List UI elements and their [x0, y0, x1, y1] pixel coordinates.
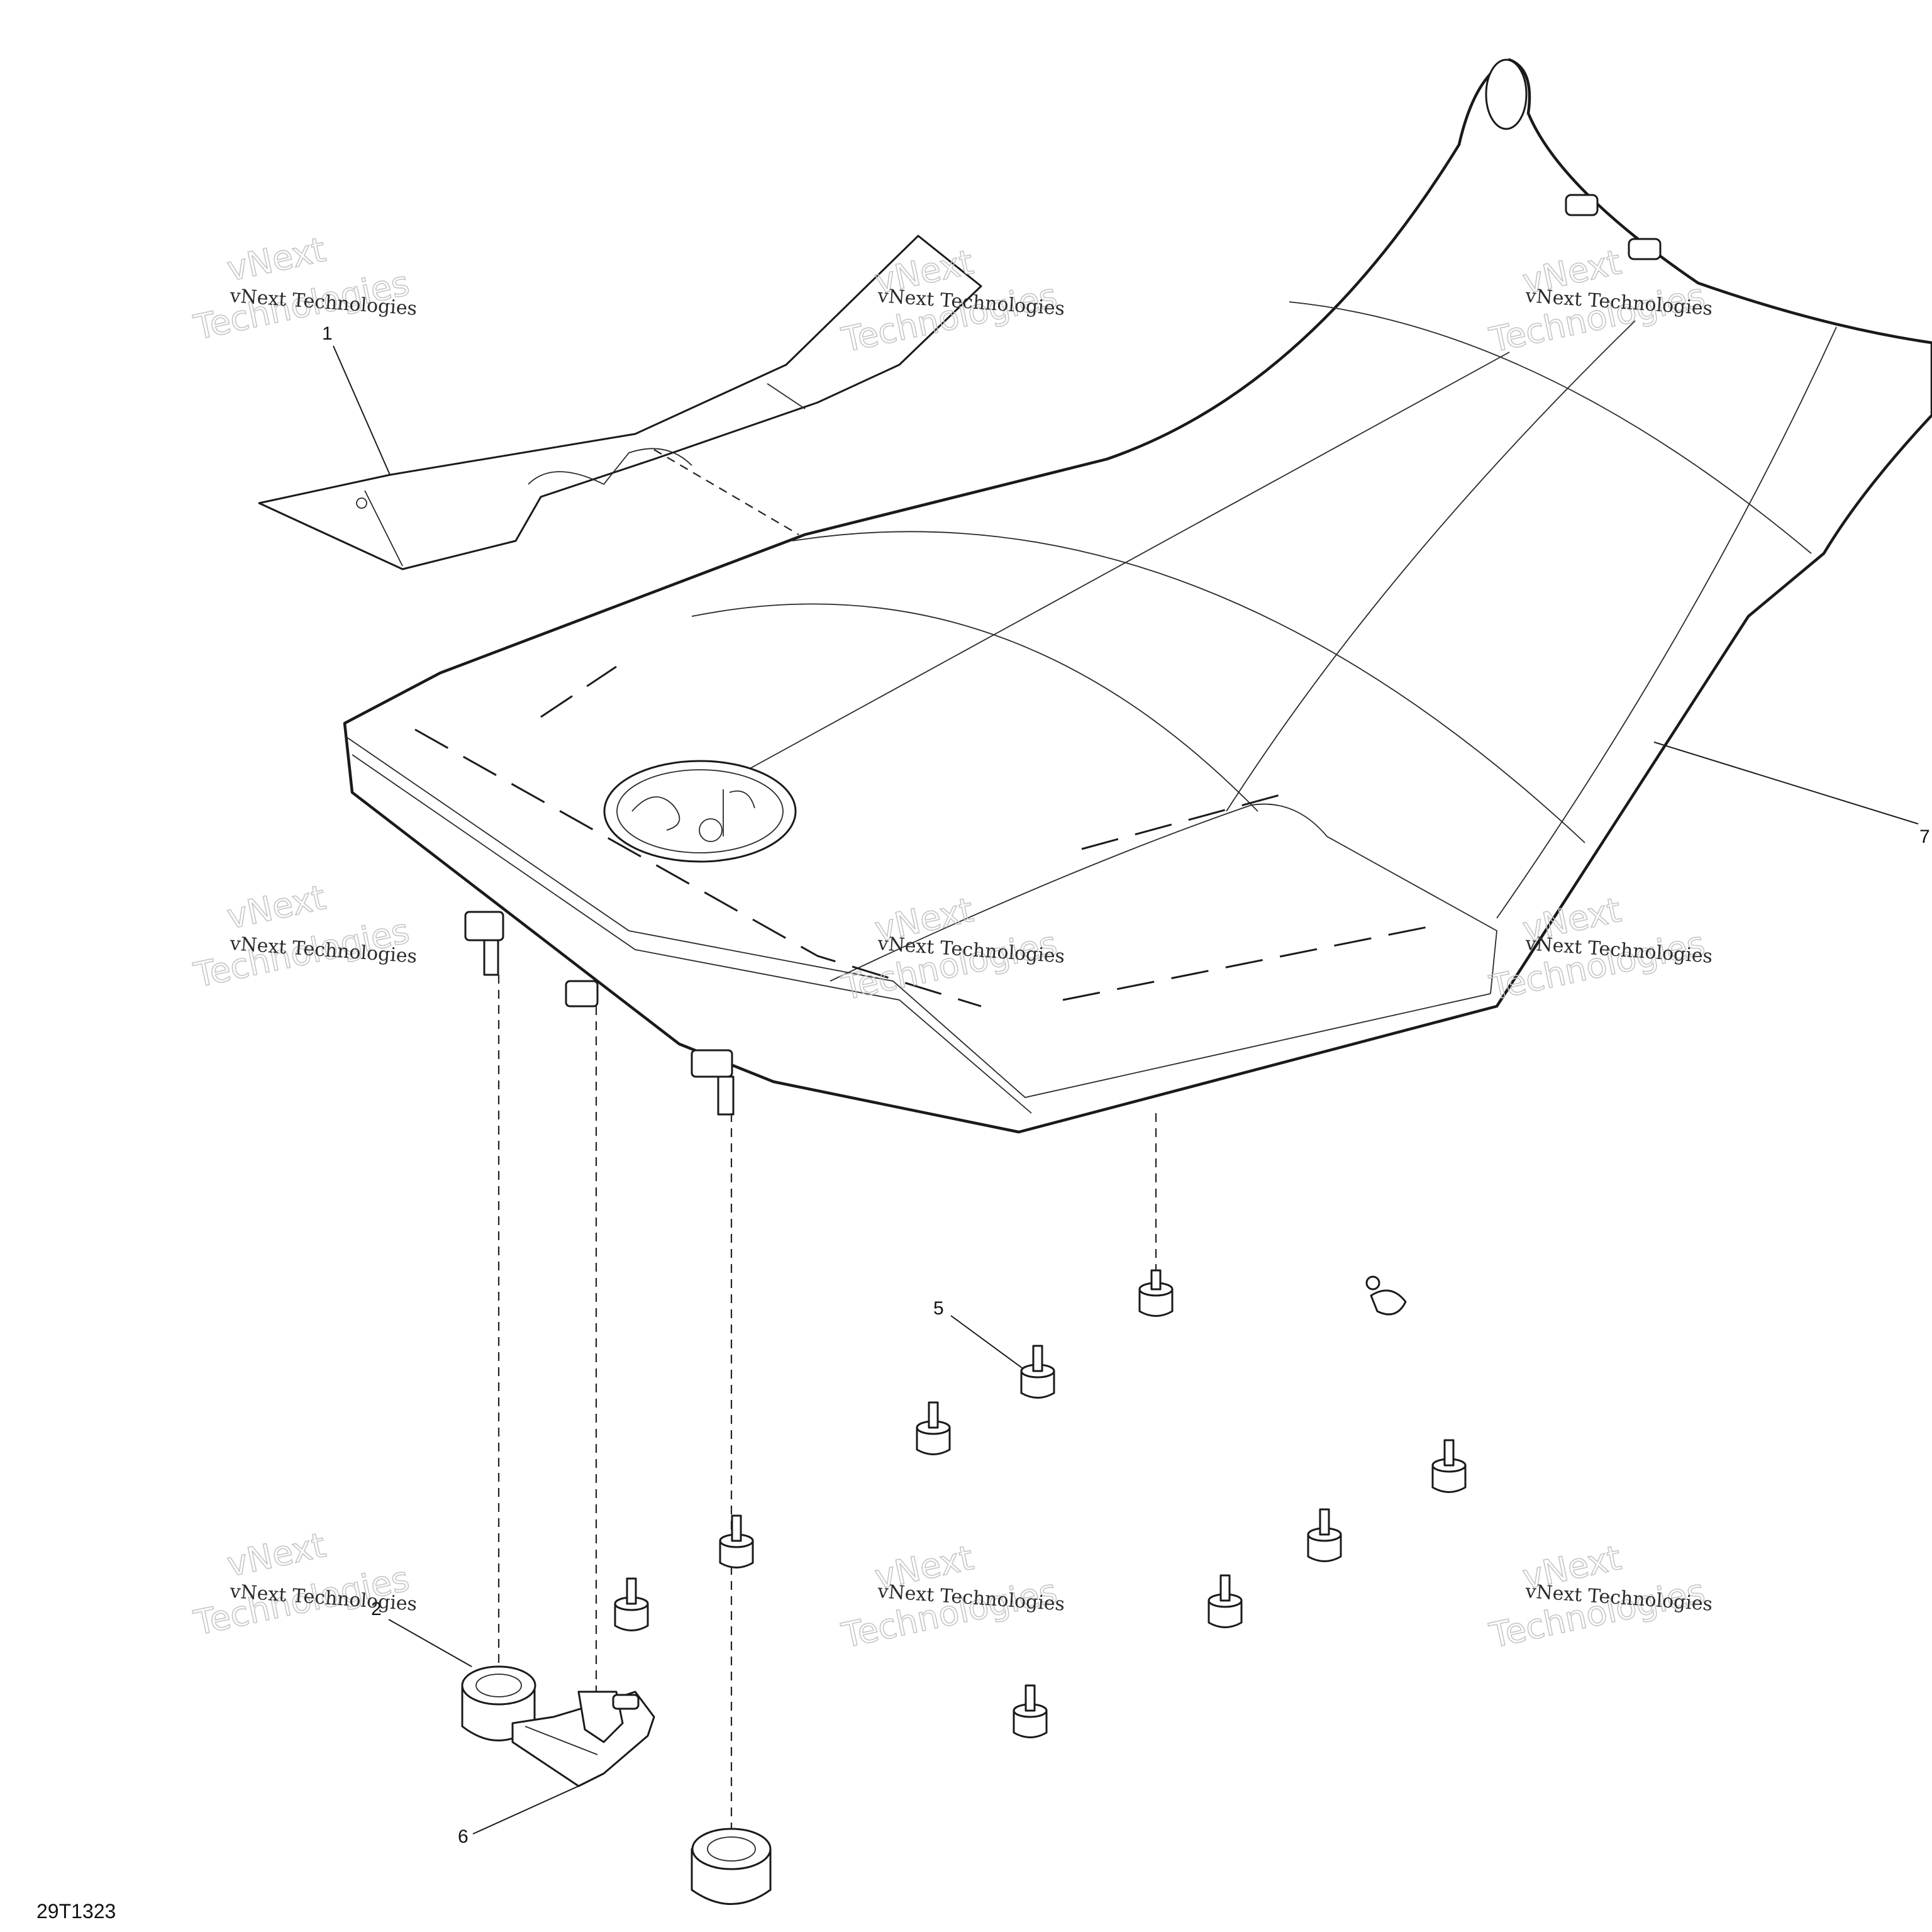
callout-5: 5: [933, 1298, 944, 1319]
seat-pad-cover-fold-2: [767, 383, 806, 409]
seat-logo-emblem: [603, 760, 797, 863]
callout-labels: 1 2 5 6 7: [322, 323, 1930, 1847]
svg-text:vNext: vNext: [224, 1525, 329, 1584]
callout-1: 1: [322, 323, 333, 344]
rubber-bumper: [1020, 1345, 1055, 1399]
seat-hidden-edge-top: [540, 665, 1290, 850]
rubber-bumper: [614, 1577, 649, 1631]
rubber-bumper: [1365, 1275, 1407, 1316]
seat-top-crease-6: [660, 352, 1510, 818]
svg-text:Technologies: Technologies: [838, 1572, 1060, 1656]
seat-front-rim: [344, 735, 1491, 1098]
seat-pad-cover: [258, 235, 982, 570]
watermark: vNext Technologies: [190, 1524, 413, 1643]
diagram-reference-code: 29T1323: [36, 1900, 116, 1923]
seat-hidden-edge-rear: [1062, 923, 1441, 1001]
rubber-bumper: [1013, 1684, 1048, 1738]
alignment-lines: [497, 449, 1157, 1843]
svg-text:vNext: vNext: [224, 877, 329, 936]
watermark: vNext Technologies: [190, 229, 413, 348]
rubber-bumper: [1138, 1269, 1174, 1317]
seat-pad-cover-notch: [528, 448, 692, 486]
svg-text:Technologies: Technologies: [1486, 1572, 1708, 1656]
latch-bracket: [511, 1690, 655, 1787]
seat-rear-lug-1: [1565, 194, 1599, 216]
seat-top-crease-4: [1226, 320, 1636, 812]
grommet: [691, 1828, 772, 1905]
rubber-bumper: [1208, 1574, 1243, 1628]
rubber-bumper: [1307, 1508, 1342, 1562]
seat-pad-cover-fold-1: [364, 490, 403, 567]
svg-text:vNext: vNext: [224, 230, 329, 289]
seat-body: [343, 58, 1932, 1134]
watermark: vNext Technologies: [190, 877, 413, 996]
seat-front-rim-inner: [352, 754, 1032, 1114]
seat-hidden-edge-front: [414, 728, 982, 1008]
seat-top-crease-3: [1289, 301, 1812, 554]
callout-6: 6: [458, 1826, 469, 1847]
seat-rear-lug-2: [1628, 238, 1662, 260]
seat-top-crease-5: [1496, 326, 1837, 919]
callout-2: 2: [371, 1599, 382, 1619]
seat-top-crease-1: [691, 603, 1258, 812]
seat-rear-pad: [830, 803, 1497, 994]
rubber-bumper: [1431, 1439, 1467, 1493]
seat-assembly: [343, 58, 1932, 1134]
seat-handle-loop: [1485, 58, 1528, 130]
seat-mount-studs: [464, 911, 735, 1116]
seat-top-crease-2: [792, 531, 1585, 843]
leader-lines: [333, 345, 1919, 1835]
seat-pad-cover-hole: [356, 497, 367, 509]
rubber-bumper: [719, 1514, 754, 1568]
callout-7: 7: [1919, 826, 1930, 847]
rubber-bumpers: [614, 1269, 1467, 1738]
rubber-bumper: [916, 1401, 951, 1455]
